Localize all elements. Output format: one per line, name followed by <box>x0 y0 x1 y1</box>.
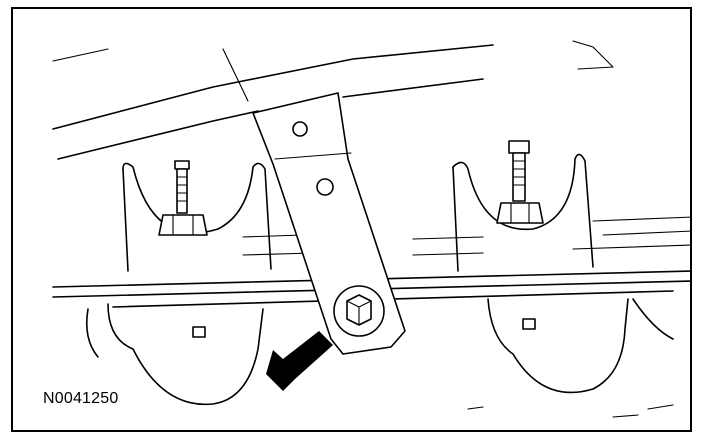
line-drawing <box>52 40 690 418</box>
figure-reference-number: N0041250 <box>43 390 119 407</box>
camshaft-cap <box>122 162 272 272</box>
figure-frame: N0041250 <box>11 7 692 432</box>
cylinder-head-stud <box>496 140 544 224</box>
bracket-bolt <box>333 285 385 337</box>
cylinder-head-stud <box>158 160 208 236</box>
upper-rail <box>52 44 494 130</box>
arrow-icon <box>266 331 333 391</box>
camshaft-cap <box>487 298 674 394</box>
camshaft-cap <box>85 303 264 406</box>
